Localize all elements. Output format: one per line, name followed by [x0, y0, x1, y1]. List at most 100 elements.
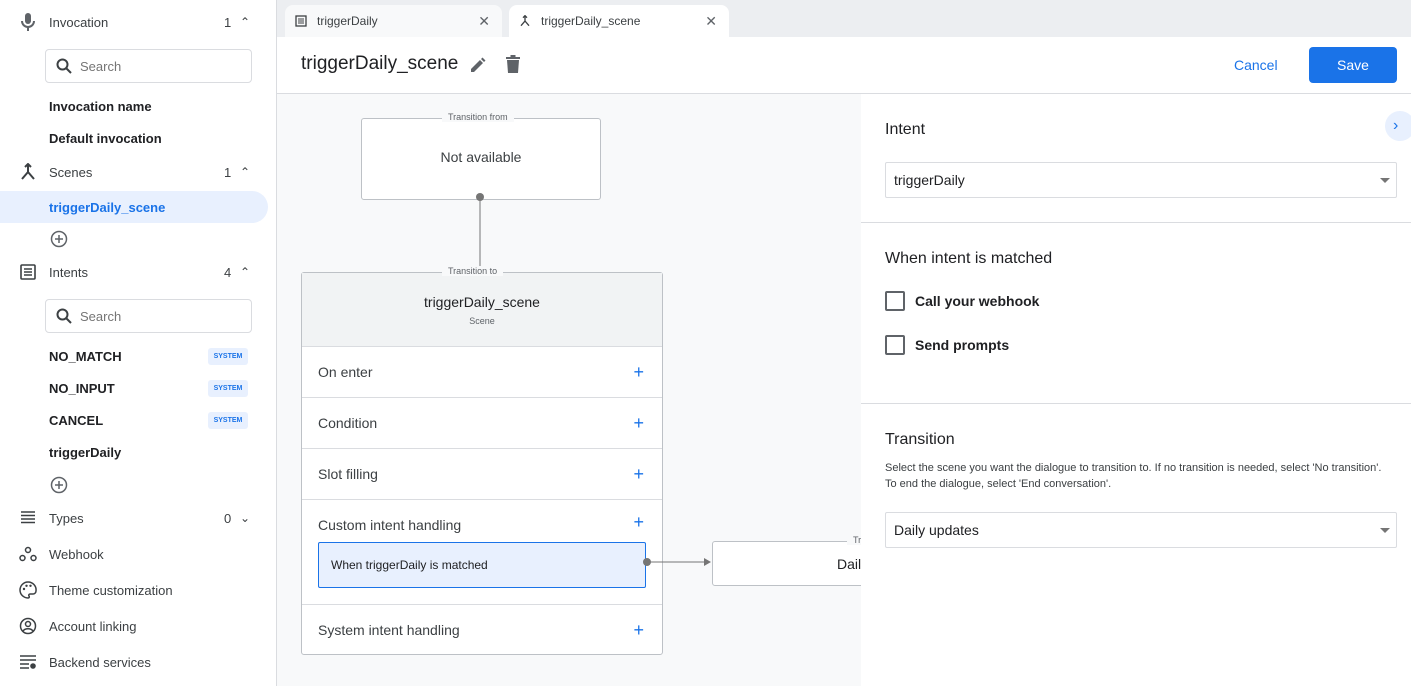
chevron-up-icon[interactable]: ⌃	[240, 15, 251, 29]
transition-heading: Transition	[885, 431, 955, 448]
section-count: 4	[224, 264, 232, 280]
collapse-panel-chevron-icon[interactable]: ›	[1385, 111, 1411, 141]
node-text: Not available	[440, 149, 522, 165]
divider	[861, 222, 1411, 223]
scene-node-header	[302, 273, 662, 346]
tab-triggerdaily-scene[interactable]: triggerDaily_scene ✕	[509, 5, 729, 37]
search-input[interactable]	[80, 308, 230, 324]
sidebar-section-intents[interactable]: Intents 4 ⌃	[0, 260, 276, 284]
handler-label: When triggerDaily is matched	[331, 558, 488, 572]
checkbox-label: Call your webhook	[915, 293, 1040, 309]
add-plus-icon[interactable]: +	[633, 463, 644, 484]
sidebar-item-invocation-name[interactable]: Invocation name	[49, 99, 152, 114]
intent-handler-item[interactable]: When triggerDaily is matched	[318, 542, 646, 588]
row-custom-intent-handling[interactable]: Custom intent handling + When triggerDail…	[302, 499, 662, 604]
intent-icon	[295, 15, 307, 27]
add-plus-icon[interactable]: +	[633, 512, 644, 532]
row-slot-filling[interactable]: Slot filling +	[302, 448, 662, 499]
invocation-search[interactable]	[45, 49, 252, 83]
account-circle-icon	[18, 616, 38, 636]
send-prompts-checkbox[interactable]: Send prompts	[885, 335, 1009, 355]
row-on-enter[interactable]: On enter +	[302, 346, 662, 397]
intents-search[interactable]	[45, 299, 252, 333]
delete-trash-icon[interactable]	[505, 55, 521, 74]
add-intent-icon[interactable]	[50, 476, 68, 494]
nav-label: Webhook	[49, 546, 104, 562]
tab-label: triggerDaily_scene	[541, 14, 641, 28]
section-count: 1	[224, 164, 232, 180]
call-webhook-checkbox[interactable]: Call your webhook	[885, 291, 1039, 311]
row-label: Condition	[318, 415, 378, 431]
search-icon	[56, 308, 72, 324]
section-label: Scenes	[49, 164, 93, 180]
row-label: Custom intent handling	[318, 517, 462, 533]
dropdown-arrow-icon	[1380, 528, 1390, 533]
sidebar-section-types[interactable]: Types 0 ⌄	[0, 506, 276, 530]
close-icon[interactable]: ✕	[478, 12, 490, 29]
nav-label: Theme customization	[49, 582, 173, 598]
cancel-button[interactable]: Cancel	[1234, 57, 1278, 73]
checkbox-icon	[885, 335, 905, 355]
scene-node-subtitle: Scene	[469, 316, 495, 326]
transition-select[interactable]: Daily updates	[885, 512, 1397, 548]
sidebar-item-intent[interactable]: triggerDaily	[49, 445, 122, 460]
sidebar-item-intent[interactable]: NO_INPUT	[49, 381, 115, 396]
add-plus-icon[interactable]: +	[633, 412, 644, 433]
intent-panel: › Intent triggerDaily When intent is mat…	[861, 94, 1411, 686]
section-count: 0	[224, 510, 232, 526]
dropdown-arrow-icon	[1380, 178, 1390, 183]
palette-icon	[18, 580, 38, 600]
add-scene-icon[interactable]	[50, 230, 68, 248]
sidebar-item-account-linking[interactable]: Account linking	[0, 614, 276, 638]
select-value: Daily updates	[894, 522, 979, 538]
webhook-icon	[18, 544, 38, 564]
row-label: System intent handling	[318, 622, 460, 638]
search-input[interactable]	[80, 58, 230, 74]
node-legend: Transition to	[442, 266, 504, 276]
transition-target-node[interactable]: Tr Dail	[712, 535, 861, 586]
sidebar-item-scene-selected[interactable]: triggerDaily_scene	[0, 191, 268, 223]
close-icon[interactable]: ✕	[705, 12, 717, 29]
chevron-up-icon[interactable]: ⌃	[240, 265, 251, 279]
scene-label: triggerDaily_scene	[49, 200, 166, 215]
row-condition[interactable]: Condition +	[302, 397, 662, 448]
row-label: Slot filling	[318, 466, 378, 482]
row-label: On enter	[318, 364, 373, 380]
chevron-up-icon[interactable]: ⌃	[240, 165, 251, 179]
tab-label: triggerDaily	[317, 14, 378, 28]
checkbox-label: Send prompts	[915, 337, 1010, 353]
sidebar-item-intent[interactable]: CANCEL	[49, 413, 104, 428]
sidebar-item-webhook[interactable]: Webhook	[0, 542, 276, 566]
divider	[861, 403, 1411, 404]
chevron-down-icon[interactable]: ⌄	[240, 511, 251, 525]
add-plus-icon[interactable]: +	[633, 361, 644, 382]
scene-merge-icon	[18, 162, 38, 182]
transition-from-node: Transition from Not available	[361, 112, 601, 200]
sidebar-section-scenes[interactable]: Scenes 1 ⌃	[0, 160, 276, 184]
types-list-icon	[18, 508, 38, 528]
sidebar-item-intent[interactable]: NO_MATCH	[49, 349, 122, 364]
page-header: triggerDaily_scene Cancel Save	[277, 37, 1411, 94]
section-label: Invocation	[49, 14, 109, 30]
matched-heading: When intent is matched	[885, 250, 1053, 267]
scene-icon	[520, 15, 530, 27]
select-value: triggerDaily	[894, 172, 965, 188]
section-label: Intents	[49, 264, 89, 280]
sidebar-item-backend-services[interactable]: Backend services	[0, 650, 276, 674]
system-badge: SYSTEM	[208, 412, 248, 429]
save-button[interactable]: Save	[1309, 47, 1397, 83]
sidebar-item-default-invocation[interactable]: Default invocation	[49, 131, 162, 146]
search-icon	[56, 58, 72, 74]
system-badge: SYSTEM	[208, 380, 248, 397]
edit-pencil-icon[interactable]	[469, 56, 487, 74]
row-system-intent-handling[interactable]: System intent handling +	[302, 604, 662, 655]
checkbox-icon	[885, 291, 905, 311]
sidebar-item-theme[interactable]: Theme customization	[0, 578, 276, 602]
node-text: Dail	[837, 556, 861, 572]
add-plus-icon[interactable]: +	[633, 619, 644, 640]
tab-triggerdaily[interactable]: triggerDaily ✕	[285, 5, 502, 37]
intent-select[interactable]: triggerDaily	[885, 162, 1397, 198]
transition-help-text: Select the scene you want the dialogue t…	[885, 462, 1382, 490]
node-legend: Tr	[847, 535, 861, 545]
sidebar-section-invocation[interactable]: Invocation 1 ⌃	[0, 10, 276, 34]
